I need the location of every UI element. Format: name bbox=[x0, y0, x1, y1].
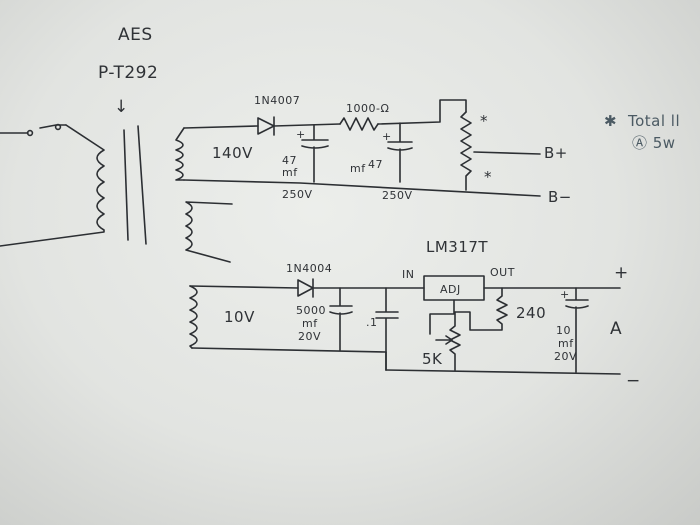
hv-secondary-winding bbox=[175, 127, 185, 181]
primary-winding bbox=[0, 124, 105, 247]
hv-pot-marker-top: * bbox=[480, 112, 488, 130]
hv-cap2-plus: + bbox=[382, 130, 392, 143]
lv-resistor-240 bbox=[454, 287, 508, 331]
hv-cap2-unit: mf bbox=[350, 162, 366, 175]
hv-cap1-value: 47 bbox=[282, 154, 297, 167]
lv-output-negative: − bbox=[626, 371, 641, 391]
hv-cap2-voltage: 250V bbox=[382, 189, 413, 202]
note-line-2: Ⓐ 5w bbox=[632, 134, 676, 152]
lv-output-label: A bbox=[610, 319, 622, 339]
hv-resistor-label: 1000-Ω bbox=[346, 102, 389, 115]
hv-wire-top-a bbox=[183, 125, 259, 129]
lv-cap3-plus: + bbox=[560, 288, 570, 301]
lv-cap3-unit: mf bbox=[558, 337, 574, 350]
hv-cap2-value: 47 bbox=[368, 158, 383, 171]
transformer-maker: AES bbox=[118, 25, 153, 45]
hv-cap1-voltage: 250V bbox=[282, 188, 313, 201]
hv-potentiometer bbox=[460, 111, 472, 191]
hv-output-negative: B− bbox=[548, 188, 572, 206]
lv-output-positive: + bbox=[614, 263, 629, 283]
switch-contact-2 bbox=[54, 123, 62, 131]
lv-cap1-value: 5000 bbox=[296, 304, 326, 317]
hv-pot-marker-bottom: * bbox=[484, 168, 492, 186]
transformer-part: P-T292 bbox=[98, 63, 158, 83]
hv-cap-1 bbox=[301, 124, 329, 183]
lv-regulator-out: OUT bbox=[490, 266, 515, 279]
note-star: ✱ bbox=[604, 112, 617, 130]
lv-regulator-label: LM317T bbox=[426, 238, 488, 256]
transformer-core-1 bbox=[123, 129, 129, 241]
transformer-pointer: ↓ bbox=[114, 97, 129, 117]
hv-output-positive: B+ bbox=[544, 144, 568, 162]
hv-supply: 140V 1N4007 + 47 mf 250V 1000-Ω + mf 47 … bbox=[175, 94, 572, 206]
lv-regulator-adj: ADJ bbox=[440, 283, 461, 296]
lv-cap-3 bbox=[565, 287, 589, 373]
lv-adj-wire bbox=[429, 299, 455, 335]
lv-cap3-value: 10 bbox=[556, 324, 571, 337]
lv-cap-2 bbox=[375, 287, 399, 371]
lv-cap1-unit: mf bbox=[302, 317, 318, 330]
lv-secondary-winding bbox=[189, 285, 198, 349]
hv-cap-2 bbox=[387, 122, 413, 183]
lv-diode-label: 1N4004 bbox=[286, 262, 332, 275]
lv-cap2-value: .1 bbox=[366, 316, 378, 329]
transformer-core-2 bbox=[137, 125, 147, 245]
lv-regulator-in: IN bbox=[402, 268, 414, 281]
hv-wire-top-c bbox=[377, 99, 467, 125]
hv-wire-top-b bbox=[273, 123, 341, 127]
switch-contact-1 bbox=[26, 129, 34, 137]
lv-wire-top-a bbox=[189, 285, 299, 289]
lv-cap-1 bbox=[329, 287, 353, 351]
hv-wiper-wire bbox=[473, 151, 541, 155]
note-line-1: Total ll bbox=[627, 112, 680, 130]
hv-resistor-1000 bbox=[339, 117, 379, 131]
transformer: AES P-T292 ↓ bbox=[0, 25, 158, 247]
hv-diode-label: 1N4007 bbox=[254, 94, 300, 107]
side-note: ✱ Total ll Ⓐ 5w bbox=[604, 112, 680, 152]
lv-supply: 10V 1N4004 5000 mf 20V .1 LM317T IN OUT … bbox=[189, 238, 641, 391]
lv-pot-wiper bbox=[435, 335, 453, 345]
hv-wire-bottom bbox=[183, 179, 541, 197]
lv-diode-1n4004 bbox=[297, 279, 314, 297]
aux-secondary-winding bbox=[185, 201, 233, 263]
lv-cap3-voltage: 20V bbox=[554, 350, 577, 363]
lv-pot-label: 5K bbox=[422, 350, 443, 368]
lv-cap1-voltage: 20V bbox=[298, 330, 321, 343]
hv-winding-voltage: 140V bbox=[212, 144, 253, 162]
lv-resistor-label: 240 bbox=[516, 304, 546, 322]
hv-cap1-unit: mf bbox=[282, 166, 298, 179]
lv-winding-voltage: 10V bbox=[224, 308, 255, 326]
hv-cap1-plus: + bbox=[296, 128, 306, 141]
hv-diode-1n4007 bbox=[257, 117, 275, 135]
lv-ground-rail bbox=[191, 347, 621, 375]
